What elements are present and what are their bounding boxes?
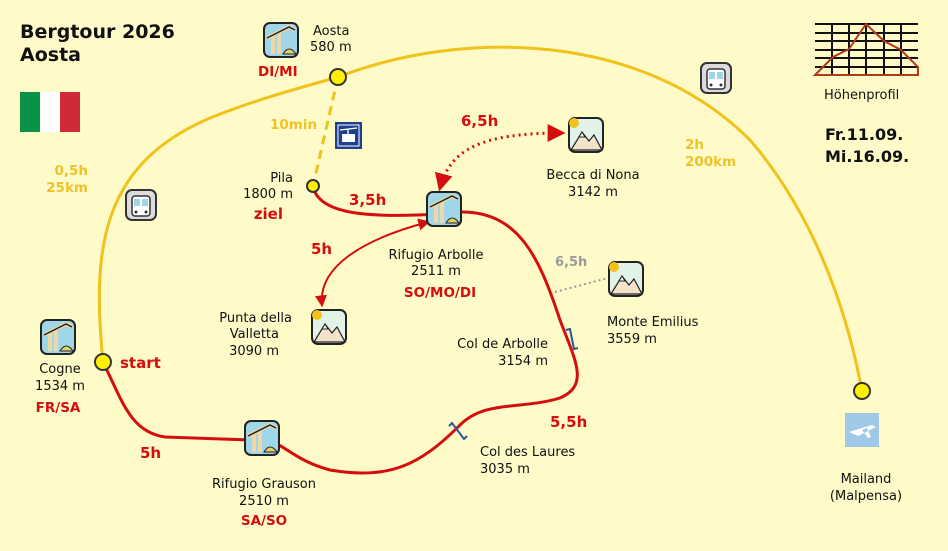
arbolle-days: SO/MO/DI bbox=[404, 285, 476, 301]
mountain-icon-emilius bbox=[608, 261, 644, 297]
pila-arbolle-duration: 3,5h bbox=[349, 191, 386, 209]
bus-route-aosta-mailand bbox=[337, 45, 864, 392]
mountain-icon-punta bbox=[311, 309, 347, 345]
hike-arbolle-grauson bbox=[269, 210, 579, 475]
pila-alt: 1800 m bbox=[243, 187, 293, 202]
node-aosta[interactable] bbox=[329, 68, 347, 86]
hut-icon-arbolle bbox=[425, 190, 463, 228]
aosta-alt: 580 m bbox=[310, 40, 352, 55]
arbolle-punta-duration: 5h bbox=[311, 240, 332, 258]
grauson-name: Rifugio Grauson bbox=[212, 477, 316, 492]
grauson-days: SA/SO bbox=[241, 513, 287, 529]
pila-name: Pila bbox=[270, 171, 293, 186]
aosta-mailand-time: 2h bbox=[685, 137, 704, 153]
mailand-name: Mailand bbox=[841, 472, 892, 487]
cogne-aosta-distance: 25km bbox=[46, 180, 88, 196]
bus-icon-right bbox=[700, 62, 732, 94]
emilius-name: Monte Emilius bbox=[607, 315, 699, 330]
punta-name1: Punta della bbox=[219, 311, 292, 326]
hut-icon-grauson bbox=[243, 419, 281, 457]
punta-name2: Valletta bbox=[230, 327, 279, 342]
hike-arbolle-emilius bbox=[554, 277, 609, 293]
profile-label: Höhenprofil bbox=[824, 88, 899, 103]
arbolle-becca-duration: 6,5h bbox=[461, 112, 498, 130]
hike-pila-arbolle bbox=[311, 185, 441, 217]
italy-flag-icon bbox=[20, 92, 80, 132]
title-line1: Bergtour 2026 bbox=[20, 21, 175, 43]
title-line2: Aosta bbox=[20, 44, 81, 66]
col-arbolle-alt: 3154 m bbox=[498, 354, 548, 369]
mailand-sub: (Malpensa) bbox=[830, 489, 902, 504]
aosta-mailand-distance: 200km bbox=[685, 154, 736, 170]
arbolle-name: Rifugio Arbolle bbox=[388, 248, 483, 263]
col-arbolle-name: Col de Arbolle bbox=[457, 337, 548, 352]
bus-icon-left bbox=[125, 189, 157, 221]
hut-icon-aosta bbox=[262, 21, 300, 59]
elevation-profile-icon bbox=[812, 22, 919, 76]
cogne-days: FR/SA bbox=[36, 400, 81, 416]
cogne-alt: 1534 m bbox=[35, 379, 85, 394]
emilius-alt: 3559 m bbox=[607, 332, 657, 347]
hike-arbolle-punta bbox=[315, 218, 431, 308]
arbolle-alt: 2511 m bbox=[411, 264, 461, 279]
col-laures-name: Col des Laures bbox=[480, 445, 575, 460]
cable-car-icon bbox=[335, 122, 362, 149]
pila-goal: ziel bbox=[254, 205, 283, 223]
cogne-start: start bbox=[120, 354, 161, 372]
cogne-aosta-time: 0,5h bbox=[54, 163, 88, 179]
col-grauson-duration: 5,5h bbox=[550, 413, 587, 431]
node-mailand[interactable] bbox=[853, 382, 871, 400]
date-start: Fr.11.09. bbox=[825, 125, 903, 144]
aosta-name: Aosta bbox=[313, 24, 349, 39]
cable-car-line bbox=[311, 76, 340, 187]
mountain-icon-becca bbox=[568, 117, 604, 153]
cable-duration: 10min bbox=[270, 117, 317, 133]
plane-icon bbox=[845, 413, 879, 447]
punta-alt: 3090 m bbox=[229, 344, 279, 359]
cogne-grauson-duration: 5h bbox=[140, 444, 161, 462]
hike-grauson-cogne bbox=[101, 361, 251, 442]
becca-alt: 3142 m bbox=[568, 185, 618, 200]
arbolle-emilius-duration: 6,5h bbox=[555, 255, 587, 270]
node-cogne[interactable] bbox=[94, 353, 112, 371]
grauson-alt: 2510 m bbox=[239, 494, 289, 509]
col-arbolle-marker bbox=[565, 327, 579, 351]
col-laures-alt: 3035 m bbox=[480, 462, 530, 477]
becca-name: Becca di Nona bbox=[546, 168, 639, 183]
aosta-days: DI/MI bbox=[258, 64, 298, 80]
hike-arbolle-becca bbox=[434, 124, 566, 192]
node-pila[interactable] bbox=[306, 179, 320, 193]
date-end: Mi.16.09. bbox=[825, 147, 909, 166]
cogne-name: Cogne bbox=[39, 362, 81, 377]
col-laures-marker bbox=[448, 421, 468, 441]
hut-icon-cogne bbox=[39, 318, 77, 356]
bus-route-cogne-aosta bbox=[97, 75, 339, 363]
